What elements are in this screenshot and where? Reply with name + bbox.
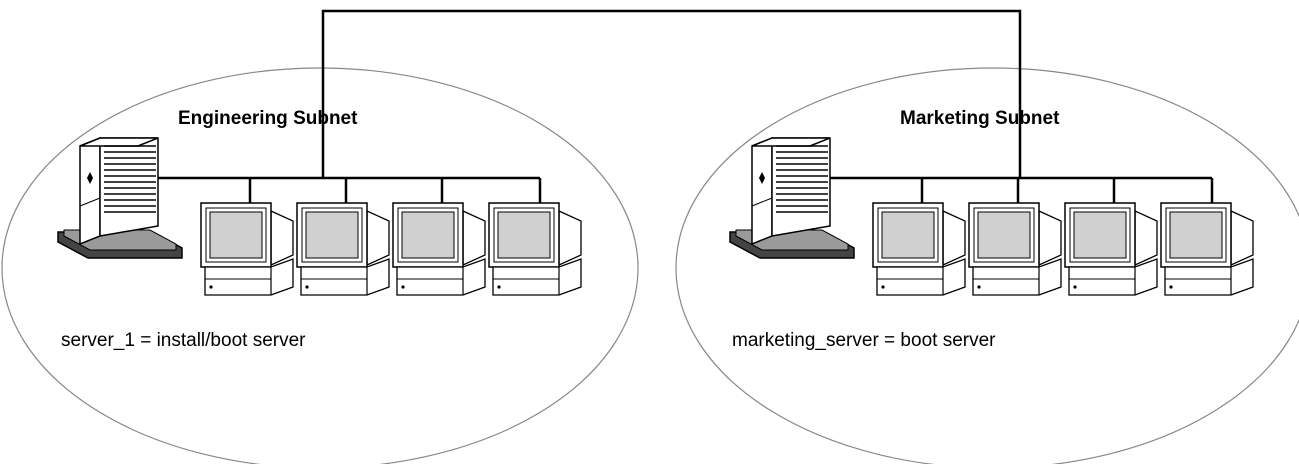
workstation-icon [393, 203, 485, 295]
marketing-subnet-title: Marketing Subnet [900, 108, 1060, 129]
engineering-bus [150, 178, 540, 203]
workstation-icon [297, 203, 389, 295]
workstation-icon [201, 203, 293, 295]
marketing-bus [818, 178, 1212, 203]
workstation-icon [873, 203, 965, 295]
marketing-server-icon [730, 138, 854, 258]
marketing-server-label: marketing_server = boot server [732, 330, 996, 351]
engineering-server-label: server_1 = install/boot server [61, 330, 306, 351]
backbone-link [323, 11, 1020, 178]
workstation-icon [489, 203, 581, 295]
workstation-icon [1065, 203, 1157, 295]
workstation-icon [969, 203, 1061, 295]
workstation-icon [1161, 203, 1253, 295]
server-1-icon [58, 138, 182, 258]
engineering-subnet-title: Engineering Subnet [178, 108, 358, 129]
